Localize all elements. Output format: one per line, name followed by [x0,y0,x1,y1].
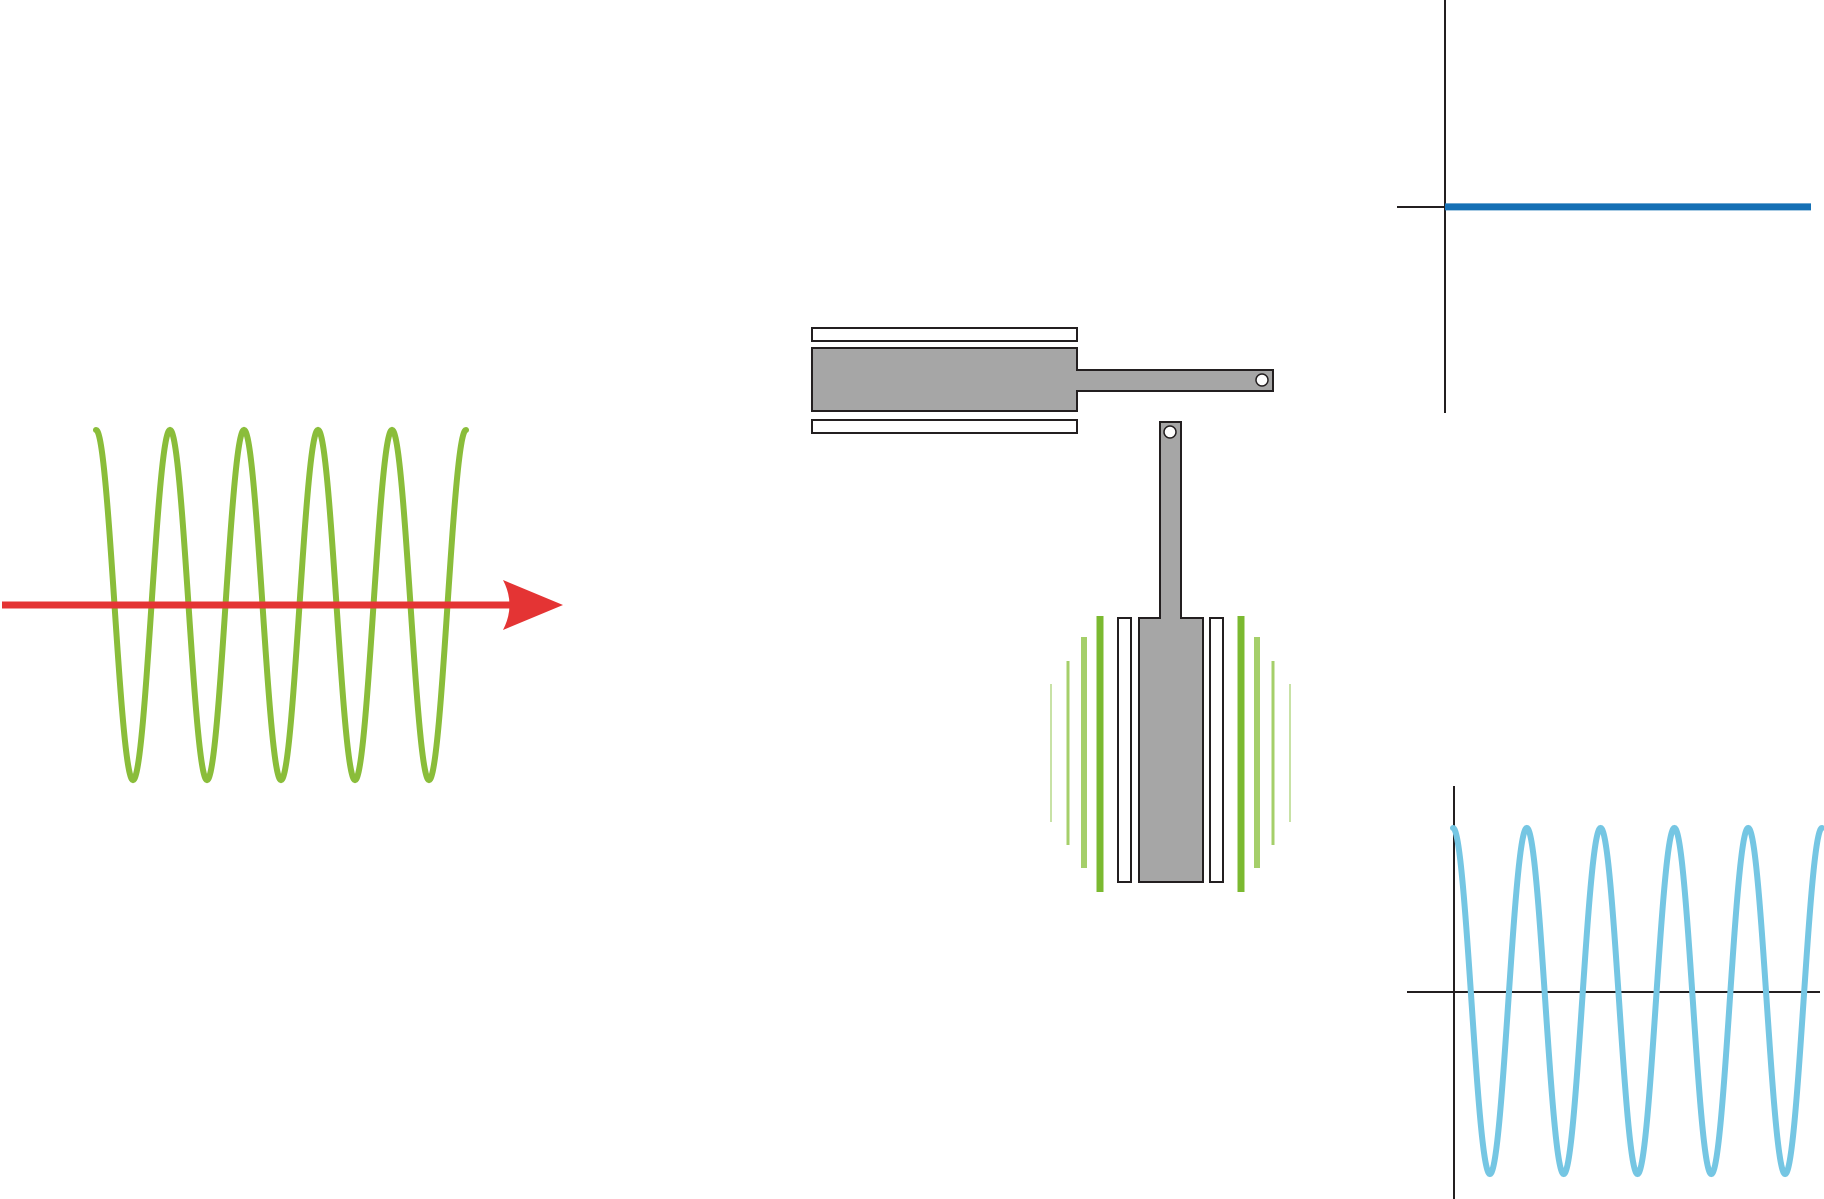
arrow-right-icon [2,580,563,630]
plot-dc [1397,0,1811,413]
coil-assembly [2,426,563,784]
top-armature [811,347,1274,412]
contact-bottom [1050,421,1291,892]
contact-top [811,327,1274,434]
plot-ac-signal-line [1450,824,1824,1178]
bottom-plate-left [1117,617,1132,883]
vibration-waves-icon [1050,616,1291,892]
bottom-armature [1138,421,1204,883]
plot-ac [1407,786,1824,1199]
top-pivot-icon [1255,373,1269,387]
top-plate-lower [811,419,1078,434]
coil-spring-icon [93,426,469,784]
top-plate-upper [811,327,1078,342]
bottom-pivot-icon [1163,425,1177,439]
bottom-plate-right [1209,617,1224,883]
field-arrow-head [503,580,563,630]
